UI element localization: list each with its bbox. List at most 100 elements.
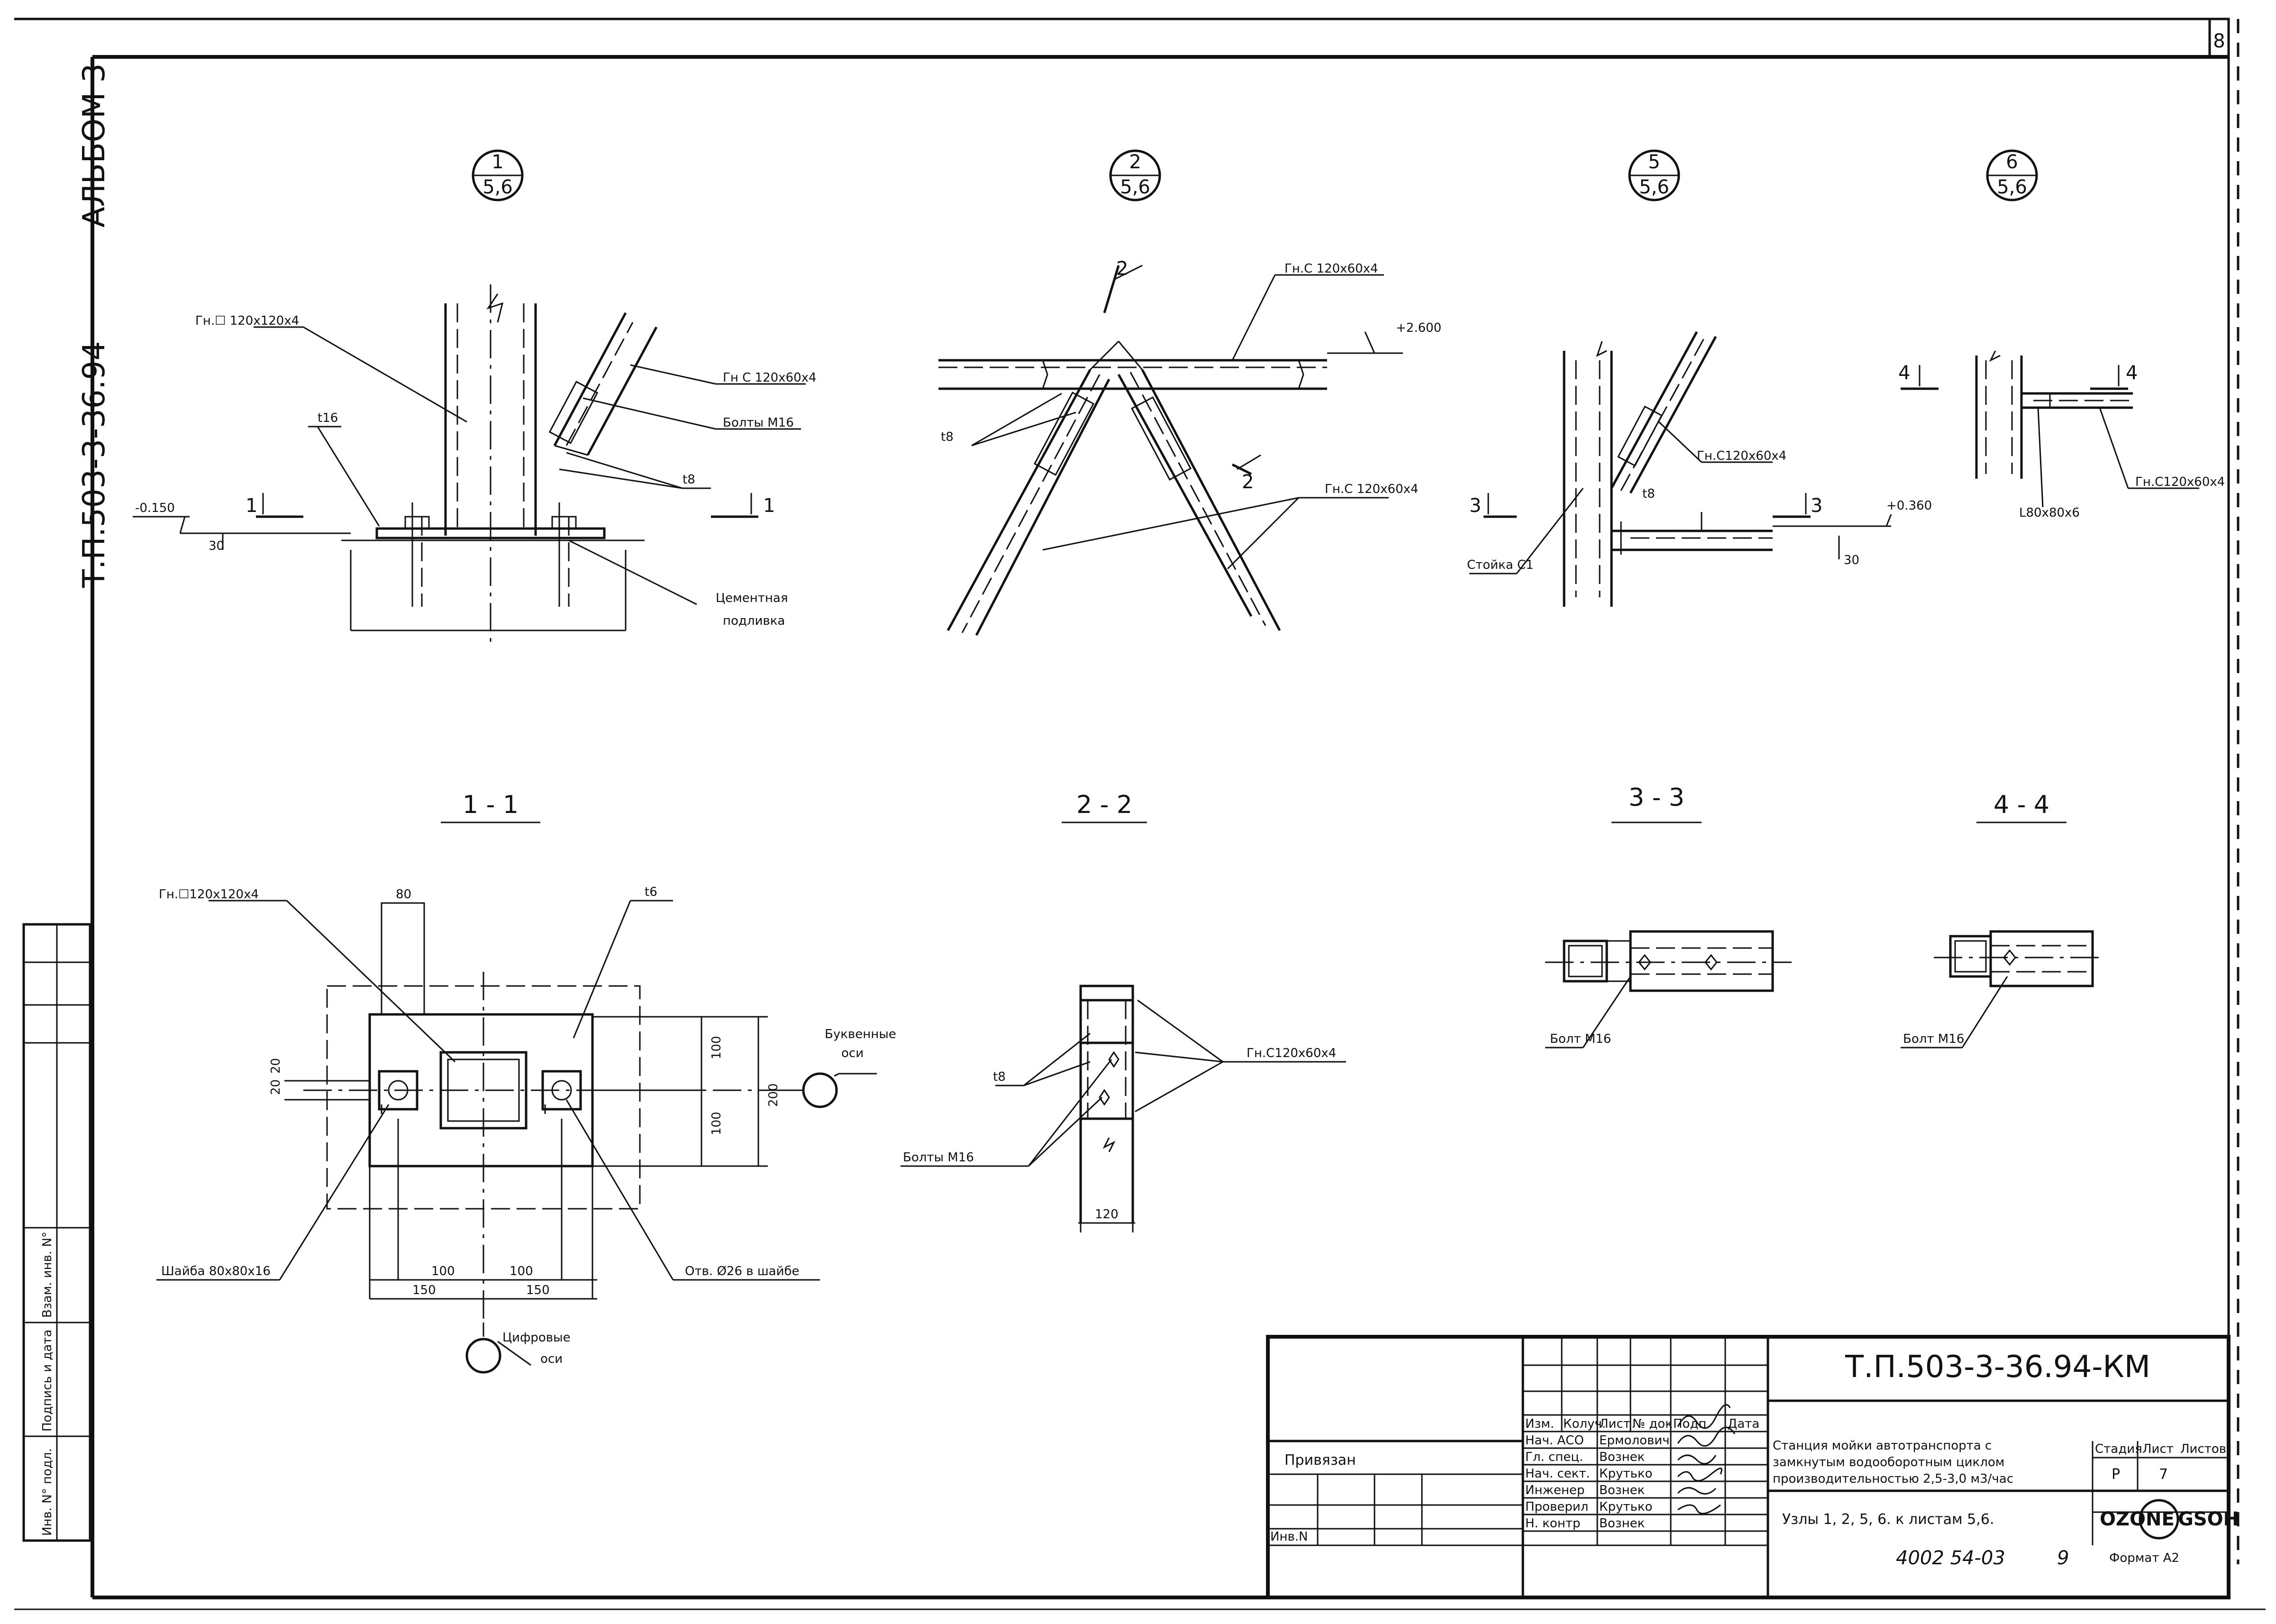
node1-gn-c: Гн С 120х60х4 xyxy=(723,371,817,385)
stamp-header-date: Дата xyxy=(1728,1417,1759,1431)
sec11-dim150b: 150 xyxy=(526,1283,550,1297)
sec11-gn-box: Гн.☐120х120х4 xyxy=(159,887,259,902)
stamp-stage-value: Р xyxy=(2112,1466,2120,1483)
node1-bolts: Болты М16 xyxy=(723,416,794,430)
margin-sign-date: Подпись и дата xyxy=(40,1330,55,1432)
stamp-role-0: Нач. АСО xyxy=(1525,1433,1584,1448)
node1-level: -0.150 xyxy=(135,501,175,515)
stamp-bound: Привязан xyxy=(1284,1452,1356,1469)
sec11-dim100d: 100 xyxy=(510,1264,533,1278)
stamp-name-1: Вознек xyxy=(1599,1450,1645,1464)
sec22-bolts: Болты М16 xyxy=(903,1150,974,1165)
node-6-num: 6 xyxy=(2006,151,2018,173)
node1-t16: t16 xyxy=(318,411,338,425)
sec11-dim100a: 100 xyxy=(710,1036,724,1059)
node1-gn-box: Гн.☐ 120х120х4 xyxy=(195,314,299,328)
stamp-header-izm: Изм. xyxy=(1525,1417,1554,1431)
album-label: АЛЬБОМ 3 xyxy=(77,64,112,228)
ozone-logo xyxy=(2139,1499,2179,1540)
node-2-num: 2 xyxy=(1129,151,1141,173)
node2-level: +2.600 xyxy=(1396,321,1441,335)
node-marker-5 xyxy=(1628,149,1680,201)
stamp-sheets-label: Листов xyxy=(2180,1442,2226,1456)
section-1-1-title: 1 - 1 xyxy=(463,791,519,819)
sec11-letter-axes-2: оси xyxy=(841,1046,864,1060)
stamp-header-list: Лист xyxy=(1599,1417,1630,1431)
stamp-sheet-value: 7 xyxy=(2159,1466,2168,1483)
title-block xyxy=(1266,1335,2230,1599)
sec11-letter-axes-1: Буквенные xyxy=(825,1027,896,1041)
sec11-dim20b: 20 xyxy=(269,1058,283,1074)
sec11-dim200: 200 xyxy=(766,1083,781,1107)
stamp-sheet-title: Узлы 1, 2, 5, 6. к листам 5,6. xyxy=(1782,1511,1994,1528)
stamp-title-2: замкнутым водооборотным циклом xyxy=(1773,1455,2004,1469)
stamp-sheet-label: Лист xyxy=(2142,1442,2174,1456)
stamp-logo-right: GSOH xyxy=(2178,1508,2239,1530)
sec11-digit-axes-2: оси xyxy=(540,1352,563,1366)
sec11-washer: Шайба 80х80х16 xyxy=(161,1264,271,1278)
node2-gn-diag: Гн.С 120х60х4 xyxy=(1325,482,1419,496)
stamp-role-1: Гл. спец. xyxy=(1525,1450,1583,1464)
stamp-name-0: Ермолович xyxy=(1599,1433,1670,1448)
sec11-dim20a: 20 xyxy=(269,1079,283,1095)
node5-t8: t8 xyxy=(1642,487,1655,501)
node-1-drawing xyxy=(133,284,806,645)
node1-dim30: 30 xyxy=(209,539,224,553)
stamp-role-4: Проверил xyxy=(1525,1500,1588,1514)
bottom-format: Формат А2 xyxy=(2109,1551,2179,1565)
node5-dim30: 30 xyxy=(1844,553,1859,567)
node-2-ref: 5,6 xyxy=(1120,176,1150,198)
section-2-2-drawing xyxy=(901,985,1346,1232)
node6-cut-left: 4 xyxy=(1898,362,1910,384)
sheet-number: 8 xyxy=(2213,30,2225,52)
stamp-name-2: Крутько xyxy=(1599,1467,1652,1481)
node-marker-2 xyxy=(1109,149,1161,201)
stamp-role-3: Инженер xyxy=(1525,1483,1584,1497)
node-5-num: 5 xyxy=(1648,151,1660,173)
sec11-hole: Отв. Ø26 в шайбе xyxy=(685,1264,800,1278)
section-2-2-title: 2 - 2 xyxy=(1076,791,1132,819)
bottom-inv-number: 4002 54-03 xyxy=(1896,1547,2005,1569)
section-1-1-drawing xyxy=(156,900,877,1374)
node1-cut-right: 1 xyxy=(763,495,775,517)
stamp-name-4: Крутько xyxy=(1599,1500,1652,1514)
left-margin-table xyxy=(22,923,91,1542)
sec11-dim100b: 100 xyxy=(710,1112,724,1135)
stamp-role-2: Нач. сект. xyxy=(1525,1467,1590,1481)
sec44-bolt: Болт М16 xyxy=(1903,1032,1964,1046)
sec11-dim100c: 100 xyxy=(431,1264,455,1278)
margin-inv-repl: Взам. инв. N° xyxy=(40,1232,55,1318)
sec33-bolt: Болт М16 xyxy=(1550,1032,1611,1046)
sec22-gn-c: Гн.С120х60х4 xyxy=(1247,1046,1336,1060)
node-marker-1 xyxy=(472,149,524,201)
sec22-t8: t8 xyxy=(993,1070,1006,1084)
sec11-t6: t6 xyxy=(645,885,657,899)
node2-t8: t8 xyxy=(941,430,954,444)
stamp-header-doc: № док xyxy=(1632,1417,1673,1431)
node-marker-6 xyxy=(1986,149,2038,201)
stamp-header-kol: Колуч. xyxy=(1563,1417,1606,1431)
node-1-ref: 5,6 xyxy=(483,176,513,198)
section-3-3-title: 3 - 3 xyxy=(1629,784,1684,812)
side-code: Т.П.503-3-36.94 xyxy=(77,341,112,588)
node5-gn-c: Гн.С120х60х4 xyxy=(1697,449,1786,463)
node-1-num: 1 xyxy=(492,151,503,173)
node6-cut-right: 4 xyxy=(2126,362,2138,384)
node2-cut-top: 2 xyxy=(1116,258,1128,280)
node2-gn-top: Гн.С 120х60х4 xyxy=(1284,262,1378,276)
node1-grout-1: Цементная xyxy=(716,591,788,605)
sec11-digit-axes-1: Цифровые xyxy=(502,1331,571,1345)
stamp-stage-label: Стадия xyxy=(2095,1442,2142,1456)
stamp-header-sign: Подп. xyxy=(1673,1417,1711,1431)
node-5-drawing xyxy=(1469,331,1892,607)
node-2-drawing xyxy=(938,265,1403,636)
node1-t8: t8 xyxy=(683,473,695,487)
section-3-3-drawing xyxy=(1545,930,1792,1049)
node5-cut-left: 3 xyxy=(1469,495,1481,517)
sec22-dim120: 120 xyxy=(1095,1207,1119,1222)
node-5-ref: 5,6 xyxy=(1639,176,1669,198)
stamp-code: Т.П.503-3-36.94-КМ xyxy=(1845,1350,2150,1385)
node-6-drawing xyxy=(1901,350,2199,508)
node1-grout-2: подливка xyxy=(723,614,785,628)
